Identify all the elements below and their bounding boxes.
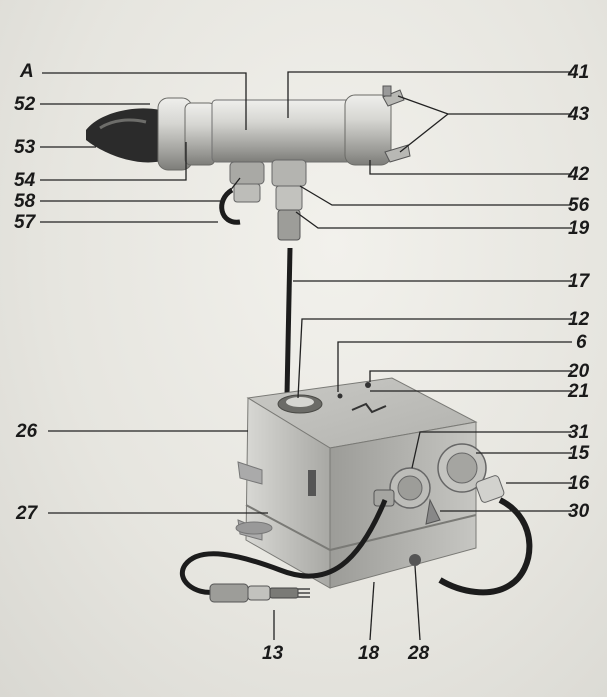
cable-18 (180, 499, 388, 595)
lamp-20 (365, 382, 371, 388)
clip-30 (425, 498, 441, 525)
label-20: 20 (568, 361, 590, 382)
label-18: 18 (358, 643, 380, 664)
plug-16 (475, 475, 505, 503)
scope (86, 85, 411, 241)
label-52: 52 (14, 94, 36, 115)
label-58: 58 (14, 191, 36, 212)
cable-17 (284, 247, 293, 396)
socket-58 (229, 161, 265, 185)
socket-56 (271, 159, 307, 187)
label-28: 28 (408, 643, 430, 664)
nameplate (308, 470, 316, 496)
tube-41 (211, 99, 353, 163)
label-A: A (20, 61, 34, 82)
label-31: 31 (568, 422, 590, 443)
label-56: 56 (568, 195, 590, 216)
plug-13 (209, 583, 249, 603)
label-53: 53 (14, 137, 36, 158)
label-21: 21 (568, 381, 590, 402)
label-43: 43 (568, 104, 590, 125)
label-19: 19 (568, 218, 590, 239)
end-cap-42 (344, 94, 392, 166)
label-27: 27 (16, 503, 38, 524)
label-26: 26 (16, 421, 38, 442)
label-13: 13 (262, 643, 284, 664)
plug-19 (277, 209, 301, 241)
symbol-21 (351, 402, 387, 414)
clip-43a (382, 89, 405, 107)
eyepiece-52 (86, 108, 165, 163)
label-30: 30 (568, 501, 590, 522)
control-box (180, 377, 533, 603)
label-54: 54 (14, 170, 36, 191)
screw-28 (409, 554, 421, 566)
label-16: 16 (568, 473, 590, 494)
label-57: 57 (14, 212, 36, 233)
cable-16 (438, 497, 533, 596)
label-12: 12 (568, 309, 590, 330)
lamp-6 (337, 393, 343, 399)
label-41: 41 (568, 62, 590, 83)
label-42: 42 (568, 164, 590, 185)
leader-lines (40, 71, 572, 641)
label-6: 6 (576, 332, 587, 353)
label-17: 17 (568, 271, 590, 292)
label-15: 15 (568, 443, 590, 464)
